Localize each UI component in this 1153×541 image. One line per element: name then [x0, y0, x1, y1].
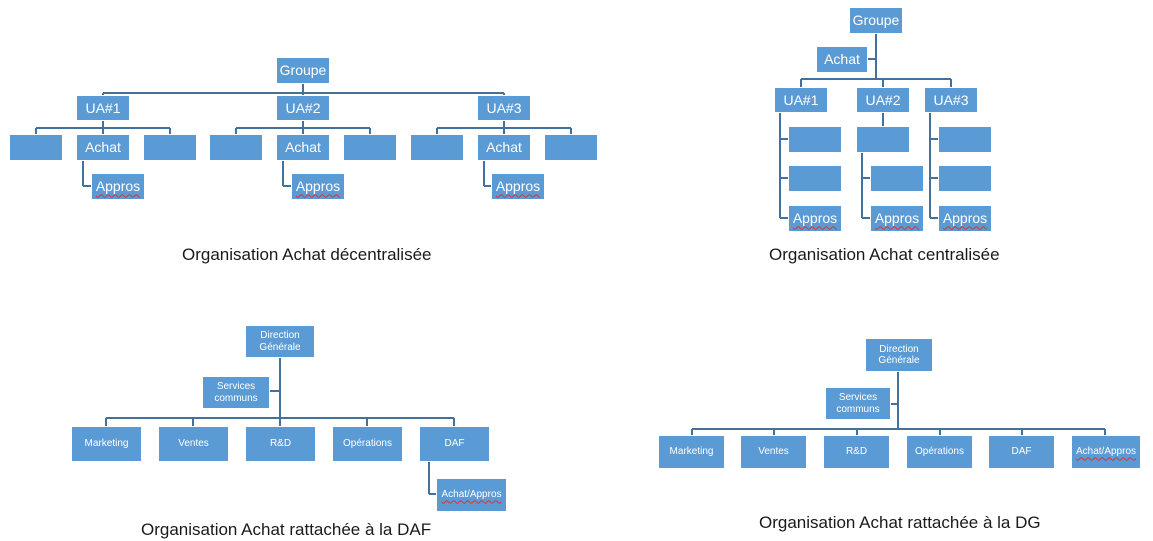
decentralized-ua1-empty-left-box [9, 134, 63, 161]
dg-ventes-box: Ventes [740, 435, 807, 469]
centralized-ua1-empty-box-2 [788, 165, 842, 192]
dg-achat-appros-label: Achat/Appros [1075, 446, 1137, 458]
centralized-ua1-empty-box-1 [788, 126, 842, 153]
centralized-ua1-appros-label: Appros [792, 210, 838, 227]
centralized-ua1-box: UA#1 [774, 87, 828, 113]
dg-services-communs-box: Services communs [825, 387, 891, 420]
decentralized-ua3-appros-label: Appros [495, 178, 541, 195]
decentralized-ua2-empty-left-box [209, 134, 263, 161]
decentralized-ua2-box: UA#2 [276, 95, 330, 121]
dg-achat-appros-box: Achat/Appros [1071, 435, 1141, 469]
centralized-ua2-empty-box-2 [870, 165, 924, 192]
centralized-groupe-box: Groupe [849, 7, 903, 34]
decentralized-ua3-empty-left-box [410, 134, 464, 161]
dg-rd-box: R&D [823, 435, 890, 469]
centralized-ua2-appros-label: Appros [874, 210, 920, 227]
centralized-ua3-empty-box-2 [938, 165, 992, 192]
decentralized-ua3-achat-box: Achat [477, 134, 531, 161]
centralized-ua3-box: UA#3 [924, 87, 978, 113]
daf-marketing-box: Marketing [71, 426, 142, 462]
centralized-ua3-appros-label: Appros [942, 210, 988, 227]
centralized-ua2-box: UA#2 [856, 87, 910, 113]
dg-operations-box: Opérations [906, 435, 973, 469]
daf-achat-appros-label: Achat/Appros [441, 489, 502, 501]
decentralized-ua2-achat-box: Achat [276, 134, 330, 161]
centralized-ua2-appros-box: Appros [870, 205, 924, 232]
decentralized-ua2-empty-right-box [343, 134, 397, 161]
daf-daf-box: DAF [419, 426, 490, 462]
daf-caption: Organisation Achat rattachée à la DAF [141, 520, 432, 539]
centralized-achat-box: Achat [816, 46, 868, 73]
decentralized-ua1-appros-box: Appros [91, 173, 145, 200]
decentralized-ua1-appros-label: Appros [95, 178, 141, 195]
decentralized-ua3-empty-right-box [544, 134, 598, 161]
decentralized-ua2-appros-label: Appros [295, 178, 341, 195]
centralized-ua1-appros-box: Appros [788, 205, 842, 232]
dg-caption: Organisation Achat rattachée à la DG [759, 513, 1041, 532]
decentralized-groupe-box: Groupe [276, 57, 330, 84]
centralized-ua2-empty-box-1 [856, 126, 910, 153]
centralized-ua3-empty-box-1 [938, 126, 992, 153]
daf-ventes-box: Ventes [158, 426, 229, 462]
decentralized-ua1-achat-box: Achat [76, 134, 130, 161]
decentralized-ua2-appros-box: Appros [291, 173, 345, 200]
decentralized-ua3-appros-box: Appros [491, 173, 545, 200]
dg-direction-generale-box: Direction Générale [865, 338, 933, 372]
daf-operations-box: Opérations [332, 426, 403, 462]
dg-marketing-box: Marketing [658, 435, 725, 469]
decentralized-caption: Organisation Achat décentralisée [182, 245, 432, 264]
decentralized-ua1-box: UA#1 [76, 95, 130, 121]
daf-achat-appros-box: Achat/Appros [436, 478, 507, 512]
centralized-ua3-appros-box: Appros [938, 205, 992, 232]
dg-daf-box: DAF [988, 435, 1055, 469]
daf-services-communs-box: Services communs [202, 376, 270, 409]
decentralized-ua1-empty-right-box [143, 134, 197, 161]
decentralized-ua3-box: UA#3 [477, 95, 531, 121]
daf-rd-box: R&D [245, 426, 316, 462]
centralized-caption: Organisation Achat centralisée [769, 245, 1000, 264]
daf-direction-generale-box: Direction Générale [245, 325, 315, 358]
